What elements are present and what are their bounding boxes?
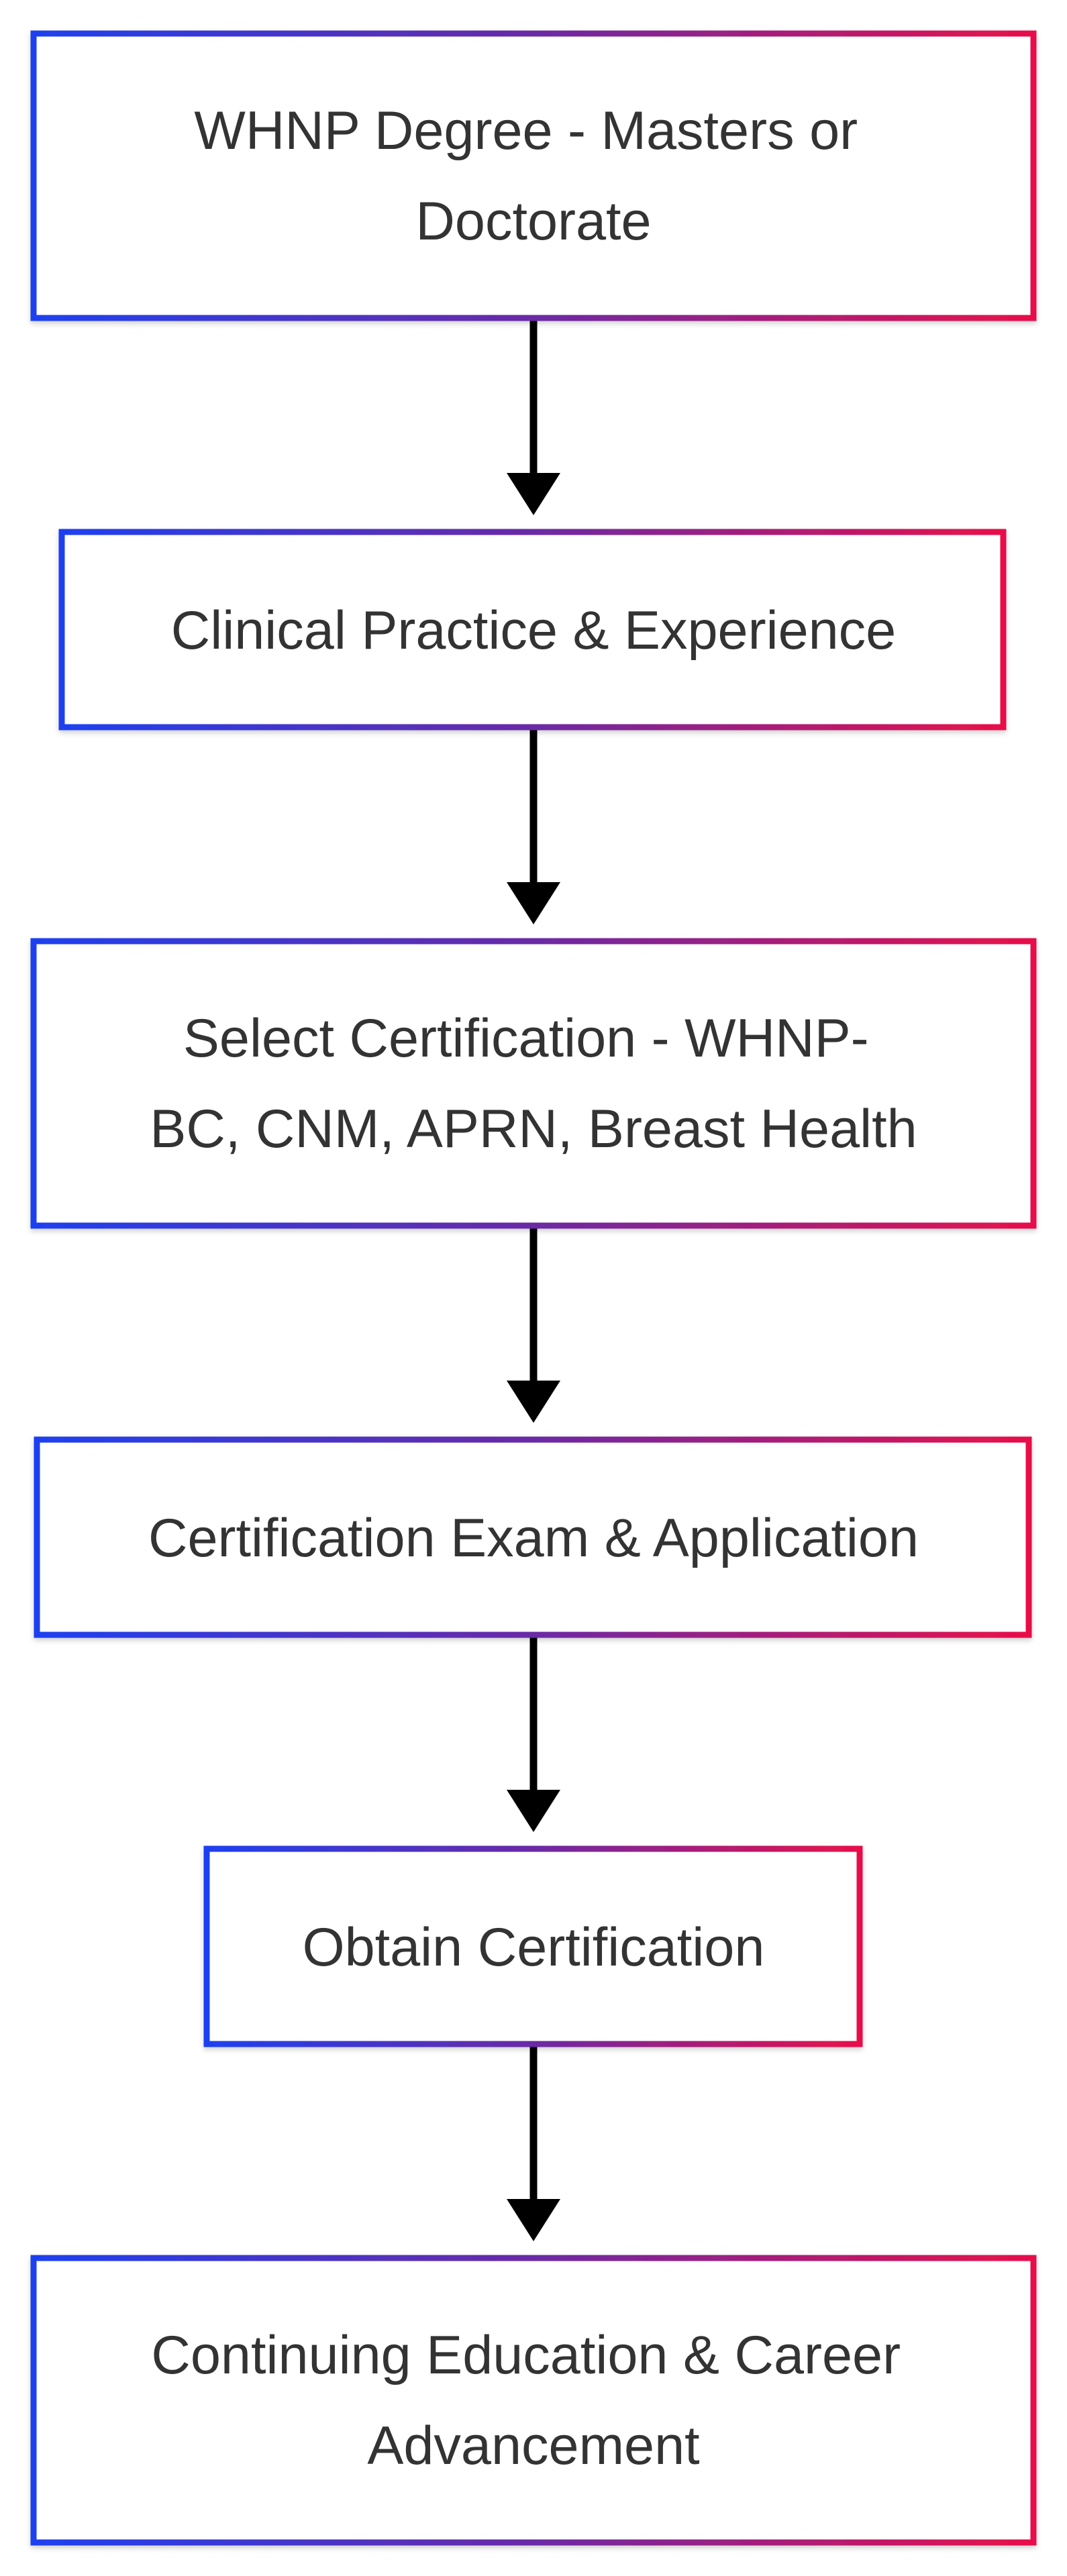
arrowhead-icon xyxy=(507,882,560,924)
arrowhead-icon xyxy=(507,473,560,515)
node-label: Obtain Certification xyxy=(303,1917,765,1978)
node-label: Clinical Practice & Experience xyxy=(171,600,896,661)
node-obtain: Obtain Certification xyxy=(203,1845,863,2047)
node-label: Continuing Education & Career Advancemen… xyxy=(151,2325,915,2476)
node-select: Select Certification - WHNP- BC, CNM, AP… xyxy=(30,938,1037,1229)
edge-select-to-exam xyxy=(507,1228,560,1423)
edge-clinical-to-select xyxy=(507,729,560,924)
node-box xyxy=(58,529,1007,731)
node-degree: WHNP Degree - Masters or Doctorate xyxy=(30,30,1037,321)
edge-exam-to-obtain xyxy=(507,1637,560,1832)
node-box xyxy=(30,2255,1037,2546)
node-label: WHNP Degree - Masters or Doctorate xyxy=(194,101,872,252)
arrowhead-icon xyxy=(507,2199,560,2241)
node-label: Select Certification - WHNP- BC, CNM, AP… xyxy=(150,1008,917,1159)
node-box xyxy=(30,30,1037,321)
arrowhead-icon xyxy=(507,1790,560,1832)
node-clinical: Clinical Practice & Experience xyxy=(58,529,1007,731)
node-box xyxy=(203,1845,863,2047)
node-continuing: Continuing Education & Career Advancemen… xyxy=(30,2255,1037,2546)
edge-obtain-to-continuing xyxy=(507,2046,560,2241)
edge-degree-to-clinical xyxy=(507,320,560,515)
arrowhead-icon xyxy=(507,1381,560,1423)
node-box xyxy=(34,1436,1032,1638)
node-box xyxy=(30,938,1037,1229)
node-exam: Certification Exam & Application xyxy=(34,1436,1032,1638)
node-label: Certification Exam & Application xyxy=(148,1508,919,1568)
